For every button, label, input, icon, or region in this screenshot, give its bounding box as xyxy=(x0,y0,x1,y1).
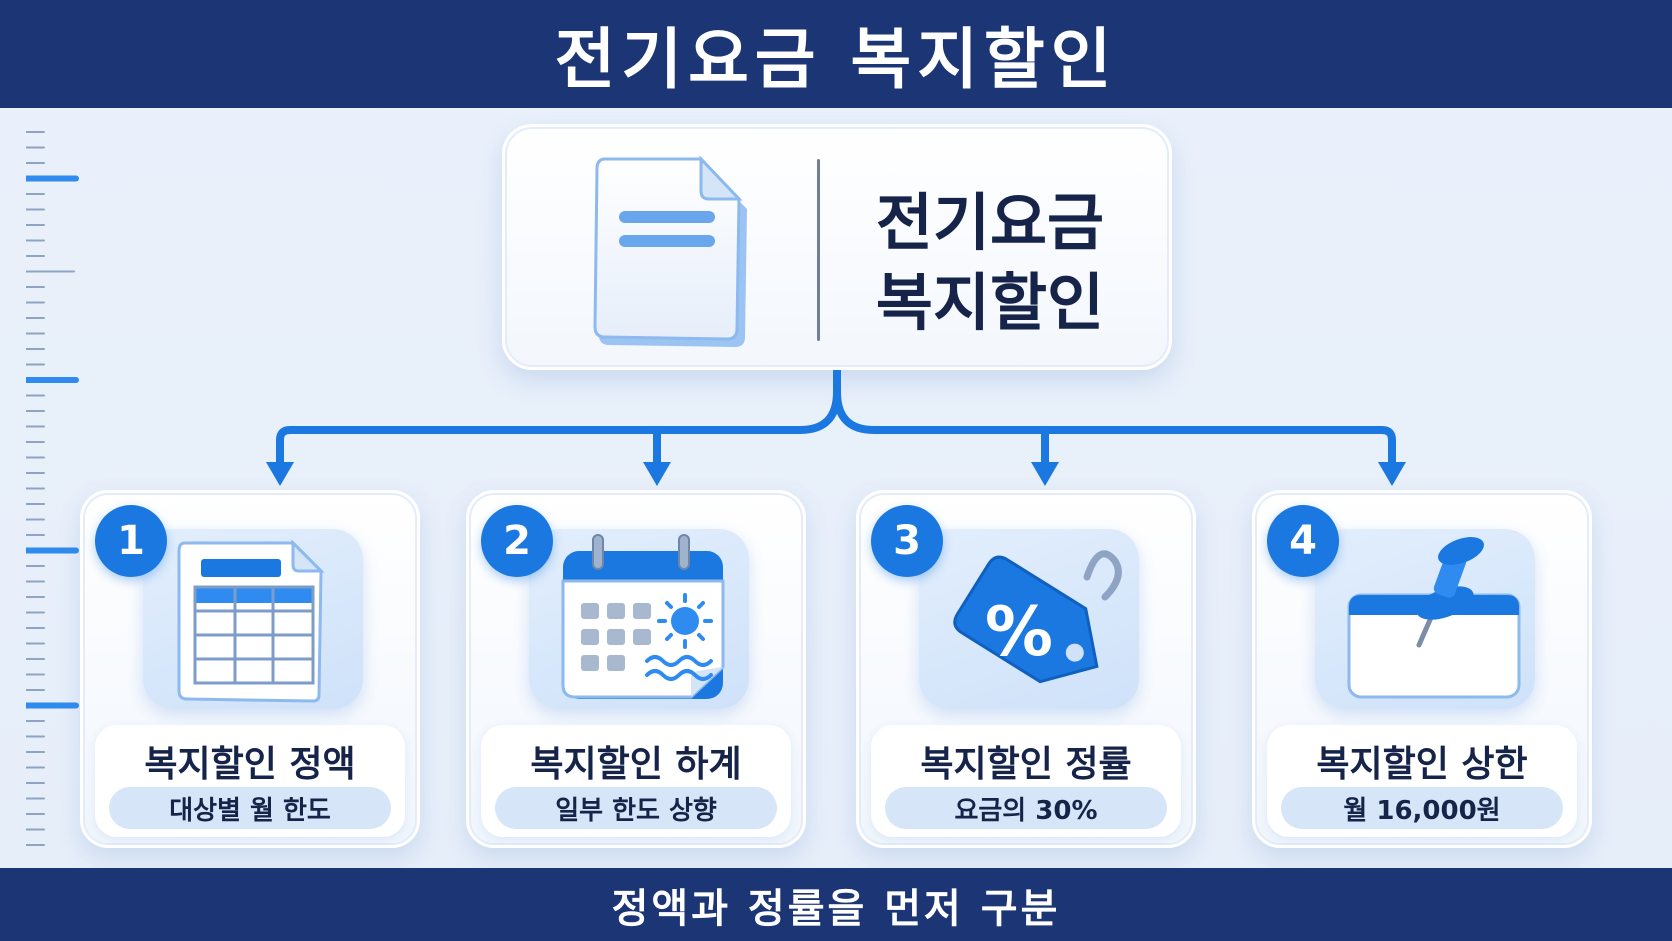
spreadsheet-icon xyxy=(177,539,325,703)
item-number-badge: 4 xyxy=(1267,505,1339,577)
summer-calendar-icon xyxy=(561,534,725,699)
ruler-decoration xyxy=(26,131,79,846)
item-label-panel: 복지할인 정률 요금의 30% xyxy=(871,725,1181,837)
item-title: 복지할인 상한 xyxy=(1316,744,1528,785)
icon-tile xyxy=(529,529,749,709)
percent-glyph: % xyxy=(985,593,1053,672)
item-number-badge: 2 xyxy=(481,505,553,577)
item-title: 복지할인 하계 xyxy=(530,744,742,785)
head-card-line2: 복지할인 xyxy=(875,266,1105,339)
footer-bar: 정액과 정률을 먼저 구분 xyxy=(0,868,1672,941)
item-detail-pill: 일부 한도 상향 xyxy=(495,787,777,829)
page-title: 전기요금 복지할인 xyxy=(554,21,1118,98)
head-card-title: 전기요금 복지할인 xyxy=(825,183,1155,343)
footer-text: 정액과 정률을 먼저 구분 xyxy=(611,885,1061,932)
head-divider xyxy=(817,159,820,341)
percent-tag-icon: % xyxy=(953,550,1122,684)
head-card-line1: 전기요금 xyxy=(875,186,1105,259)
item-label-panel: 복지할인 하계 일부 한도 상향 xyxy=(481,725,791,837)
item-label-panel: 복지할인 정액 대상별 월 한도 xyxy=(95,725,405,837)
item-title: 복지할인 정률 xyxy=(920,744,1132,785)
document-icon xyxy=(593,155,747,347)
item-card-4: 4 복지할인 상한 월 16,000원 xyxy=(1252,490,1592,848)
item-detail-pill: 대상별 월 한도 xyxy=(109,787,391,829)
icon-tile xyxy=(1315,529,1535,709)
tree-connectors xyxy=(266,370,1406,486)
item-card-3: % 3 복지할인 정률 요금의 30% xyxy=(856,490,1196,848)
item-title: 복지할인 정액 xyxy=(144,744,356,785)
header-bar: 전기요금 복지할인 xyxy=(0,0,1672,108)
item-detail-pill: 요금의 30% xyxy=(885,787,1167,829)
pinned-card-icon xyxy=(1347,537,1521,699)
head-card: 전기요금 복지할인 xyxy=(502,124,1172,370)
item-number-badge: 1 xyxy=(95,505,167,577)
item-detail-pill: 월 16,000원 xyxy=(1281,787,1563,829)
item-card-1: 1 복지할인 정액 대상별 월 한도 xyxy=(80,490,420,848)
item-label-panel: 복지할인 상한 월 16,000원 xyxy=(1267,725,1577,837)
icon-tile xyxy=(143,529,363,709)
item-card-2: 2 복지할인 하계 일부 한도 상향 xyxy=(466,490,806,848)
icon-tile: % xyxy=(919,529,1139,709)
item-number-badge: 3 xyxy=(871,505,943,577)
